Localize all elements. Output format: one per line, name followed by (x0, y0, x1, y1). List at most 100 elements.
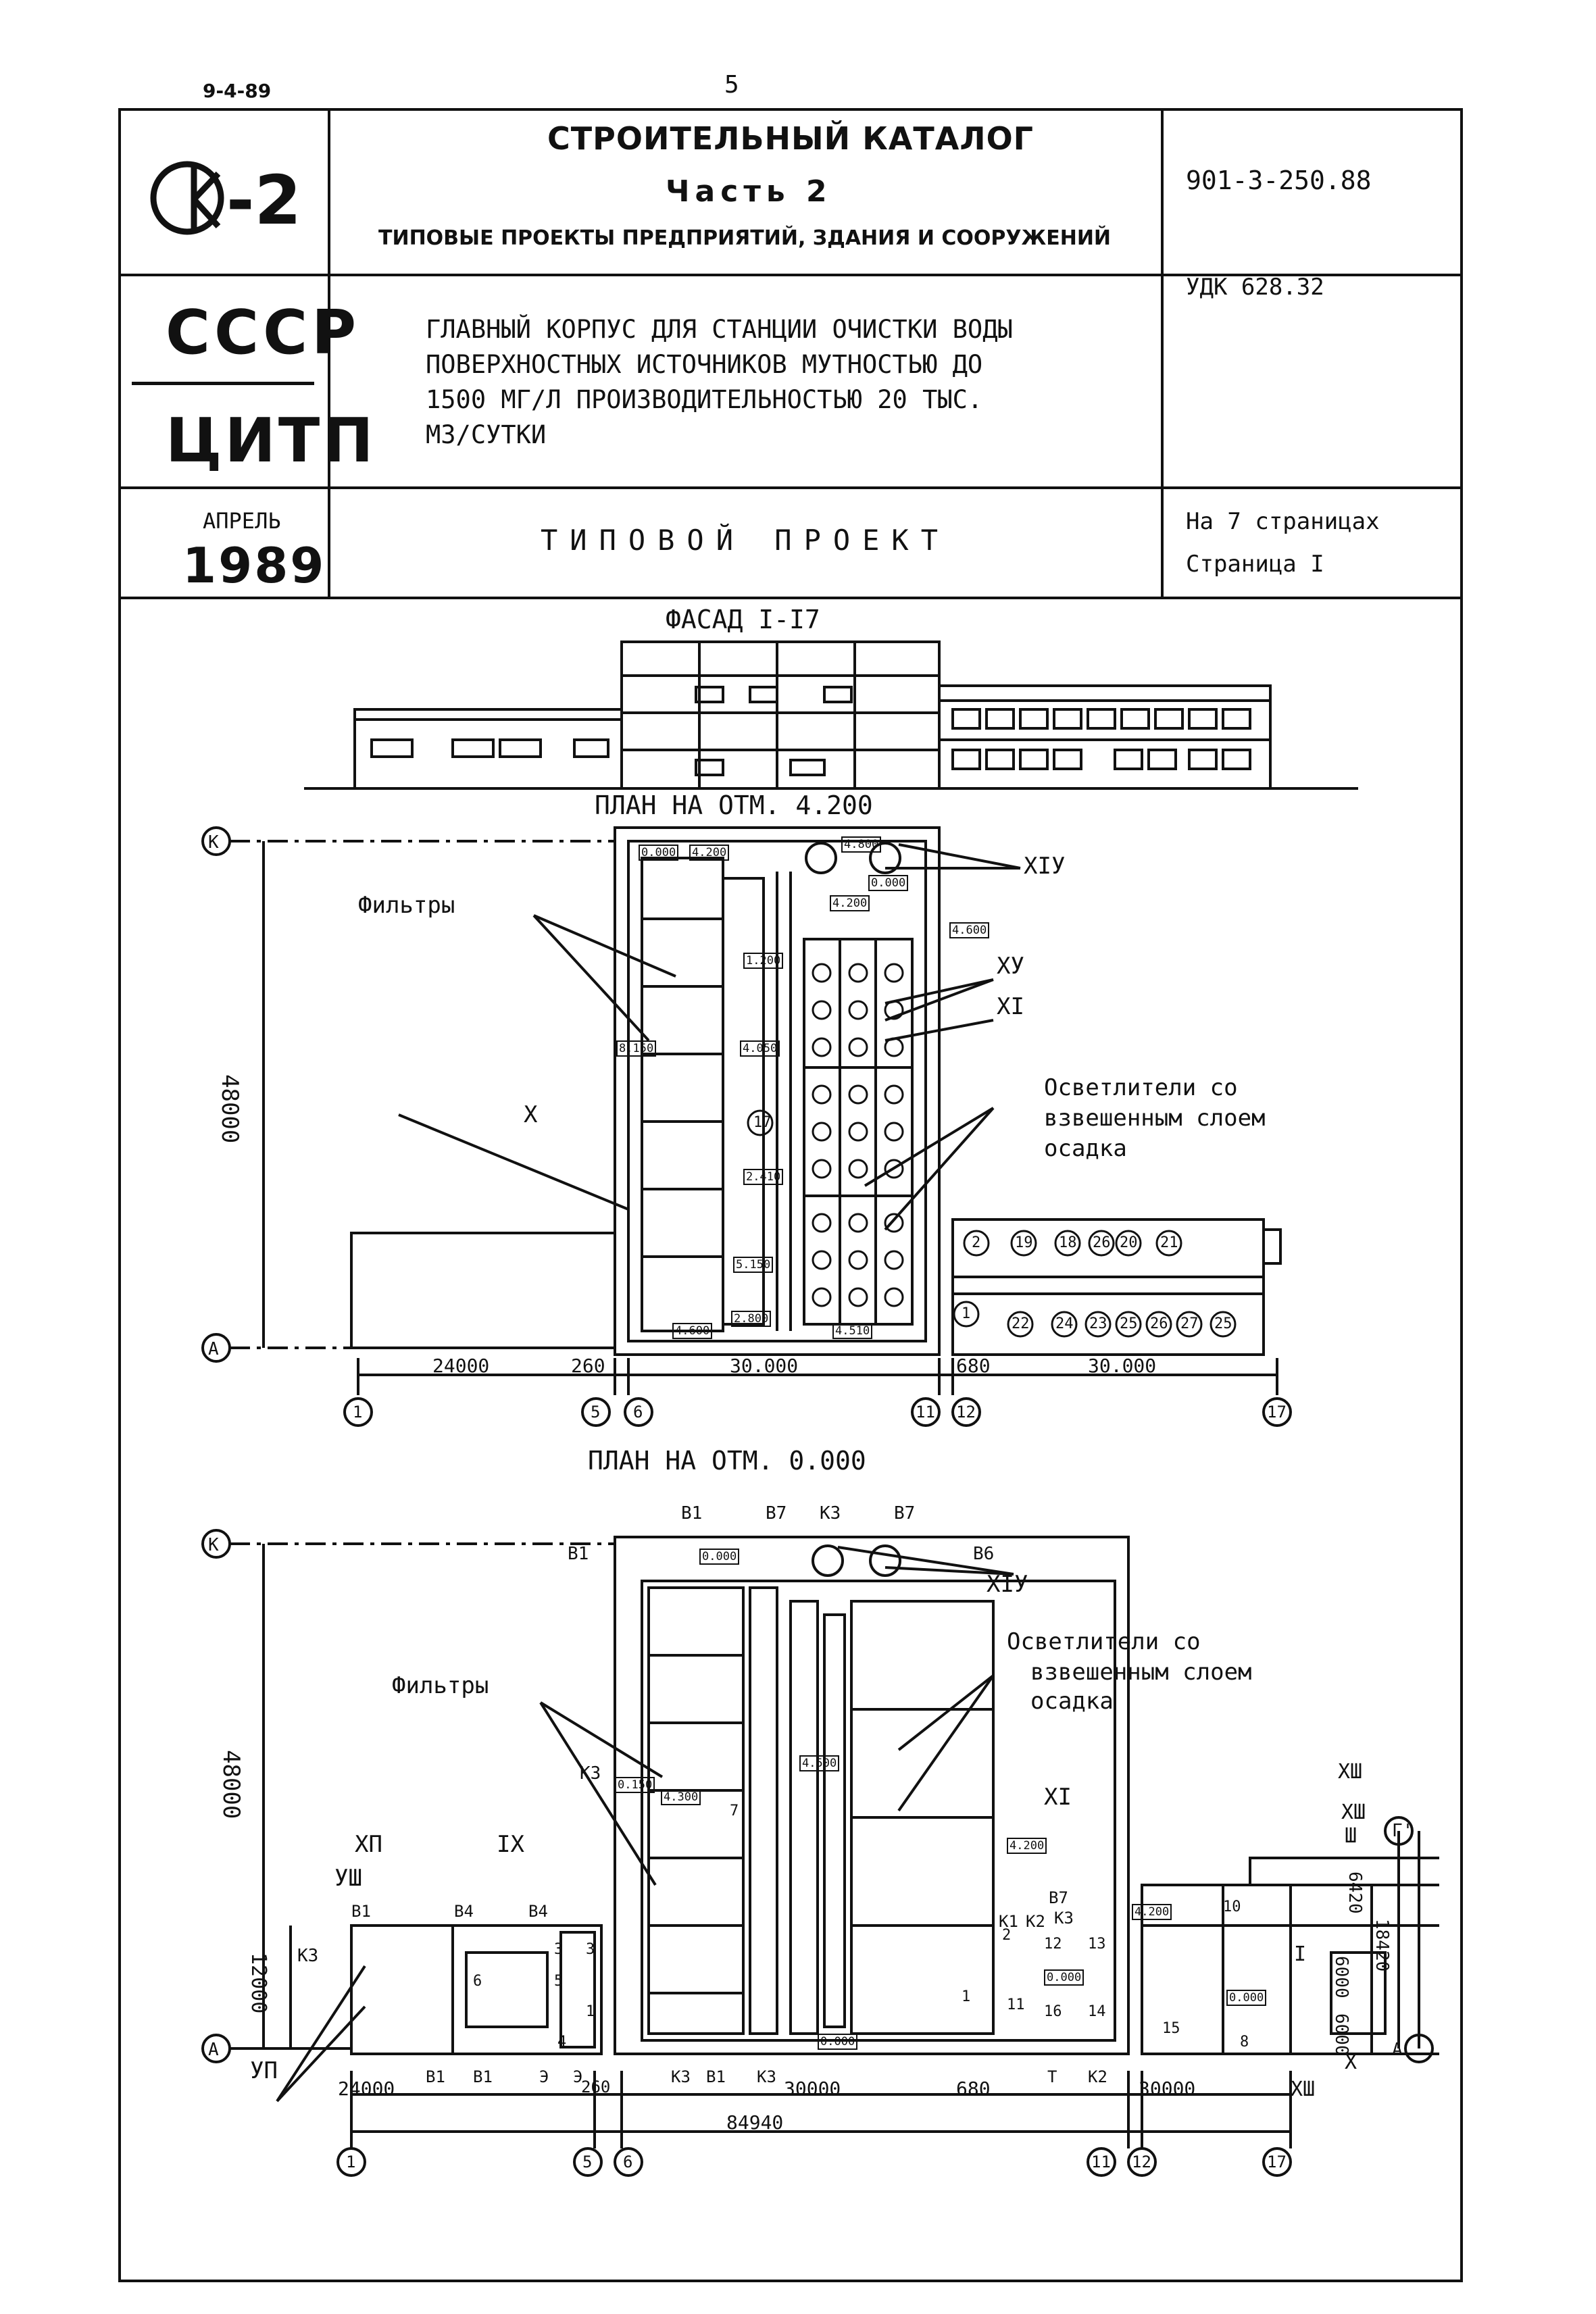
axis-11-lower: 11 (1091, 2153, 1111, 2171)
axis-5: 5 (591, 1403, 601, 1422)
axis-17-lower: 17 (1267, 2153, 1287, 2171)
room-number: 2 (972, 1234, 981, 1251)
elevation-mark: 0.000 (818, 2034, 858, 2050)
titleblock-col-1 (328, 108, 330, 598)
elevation-mark: 4.050 (740, 1040, 780, 1057)
axis-6-lower: 6 (623, 2153, 633, 2171)
plan-upper-title: ПЛАН НА ОТМ. 4.200 (595, 790, 873, 820)
iii-label: Ш (1345, 1824, 1357, 1848)
pipe-label: К3 (757, 2067, 776, 2086)
room-number: 21 (1160, 1234, 1178, 1251)
room-number: 24 (1055, 1315, 1074, 1332)
room-number: 26 (1093, 1234, 1111, 1251)
axis-k-label: К (208, 832, 219, 853)
pipe-label: К1 (999, 1912, 1018, 1931)
room-number: 25 (1214, 1315, 1232, 1332)
room-number: 10 (1223, 1898, 1241, 1915)
titleblock-divider-3 (118, 597, 1463, 599)
room-number: 11 (1007, 1996, 1025, 2013)
elevation-mark: 1.200 (743, 953, 784, 969)
pipe-label: В1 (351, 1902, 371, 1921)
xiii-label-a: ХШ (1338, 1760, 1363, 1784)
axis-12-lower: 12 (1132, 2153, 1151, 2171)
dim-30000-b: 30.000 (1088, 1355, 1157, 1377)
elevation-mark: 8.150 (616, 1040, 657, 1057)
dim-30000-a: 30.000 (730, 1355, 799, 1377)
catalog-part: Часть 2 (666, 174, 832, 209)
clarifiers-label-3: осадка (1044, 1135, 1127, 1162)
clarifiers-lower-2: взвешенным слоем (1030, 1659, 1252, 1686)
pipe-label: В4 (454, 1902, 474, 1921)
elevation-mark: 4.800 (841, 836, 882, 853)
elevation-mark: 4.600 (949, 922, 990, 938)
pipe-label: В1 (473, 2067, 493, 2086)
dim-12000: 12000 (247, 1953, 270, 2014)
document-code: 9-4-89 (203, 80, 272, 102)
catalog-logo (145, 152, 307, 249)
axis-12: 12 (956, 1403, 976, 1422)
pipe-label: Э (573, 2067, 583, 2086)
pipe-label: К3 (580, 1763, 601, 1784)
filters-label: Фильтры (358, 892, 455, 919)
clarifiers-label-2: взвешенным слоем (1044, 1105, 1266, 1132)
catalog-title: СТРОИТЕЛЬНЫЙ КАТАЛОГ (547, 120, 1034, 157)
dim-24000-lower: 24000 (338, 2078, 395, 2100)
viii-label: УШ (334, 1865, 362, 1892)
room-number: 18 (1059, 1234, 1077, 1251)
pipe-label: В6 (973, 1544, 995, 1564)
dim-680-lower: 680 (956, 2078, 991, 2100)
elevation-mark: 0.150 (615, 1777, 655, 1793)
axis-5-lower: 5 (582, 2153, 593, 2171)
room-number: 16 (1044, 2003, 1062, 2020)
room-number: 4 (557, 2034, 567, 2051)
pipe-label: К2 (1026, 1912, 1045, 1931)
ix-label: IX (497, 1831, 524, 1858)
elevation-mark: 0.000 (639, 845, 679, 861)
axis-a-label: А (208, 1339, 219, 1359)
xiv-label: XIУ (1024, 853, 1066, 880)
dim-260: 260 (571, 1355, 605, 1377)
pipe-label: В7 (1049, 1888, 1068, 1907)
dim-680: 680 (956, 1355, 991, 1377)
vii-label: УП (250, 2057, 278, 2084)
room-number: 3 (586, 1941, 595, 1958)
pipe-label: В1 (706, 2067, 726, 2086)
elevation-mark: 0.000 (1044, 1969, 1084, 1986)
dim-18420: 18420 (1372, 1919, 1392, 1972)
page-number: 5 (724, 71, 739, 99)
elevation-mark: 0.000 (699, 1549, 740, 1565)
axis-a-label-right: А (1392, 2040, 1403, 2060)
xii-label: ХП (355, 1831, 382, 1858)
room-number: 13 (1088, 1936, 1106, 1953)
xv-label: ХУ (997, 953, 1024, 980)
elevation-mark: 5.150 (733, 1257, 774, 1273)
room-number: 22 (1012, 1315, 1030, 1332)
i-label: I (1294, 1942, 1307, 1966)
elevation-mark: 2.800 (731, 1311, 772, 1327)
x-label: X (524, 1101, 538, 1128)
pipe-label: К2 (1088, 2067, 1107, 2086)
xi-label-lower: XI (1044, 1784, 1072, 1811)
project-title: ГЛАВНЫЙ КОРПУС ДЛЯ СТАНЦИИ ОЧИСТКИ ВОДЫ … (426, 312, 1013, 453)
xiii-label-c: ХШ (1291, 2078, 1316, 2101)
room-number: 1 (962, 1988, 971, 2005)
pages-total: На 7 страницах (1186, 508, 1380, 535)
plan-upper-height-dim: 48000 (216, 1074, 243, 1144)
room-number: 3 (554, 1941, 564, 1958)
pipe-label: К3 (297, 1946, 319, 1966)
elevation-mark: 4.200 (1132, 1904, 1172, 1920)
elevation-mark: 4.600 (672, 1323, 713, 1339)
room-number: 8 (1240, 2034, 1249, 2051)
catalog-subtitle: ТИПОВЫЕ ПРОЕКТЫ ПРЕДПРИЯТИЙ, ЗДАНИЯ И СО… (378, 226, 1112, 250)
plan-upper-drawing (201, 826, 1292, 1427)
ck-logo-icon (150, 161, 224, 235)
pipe-label: Э (539, 2067, 549, 2086)
elevation-mark: 4.200 (830, 895, 870, 911)
xi-label: XI (997, 993, 1024, 1020)
pipe-label: В1 (681, 1503, 703, 1524)
dim-6420: 6420 (1345, 1871, 1365, 1914)
titleblock-divider-2 (118, 486, 1463, 489)
elevation-mark: 4.200 (1007, 1838, 1047, 1854)
pipe-label: В7 (766, 1503, 787, 1524)
clarifiers-lower-1: Осветлители со (1007, 1628, 1201, 1655)
